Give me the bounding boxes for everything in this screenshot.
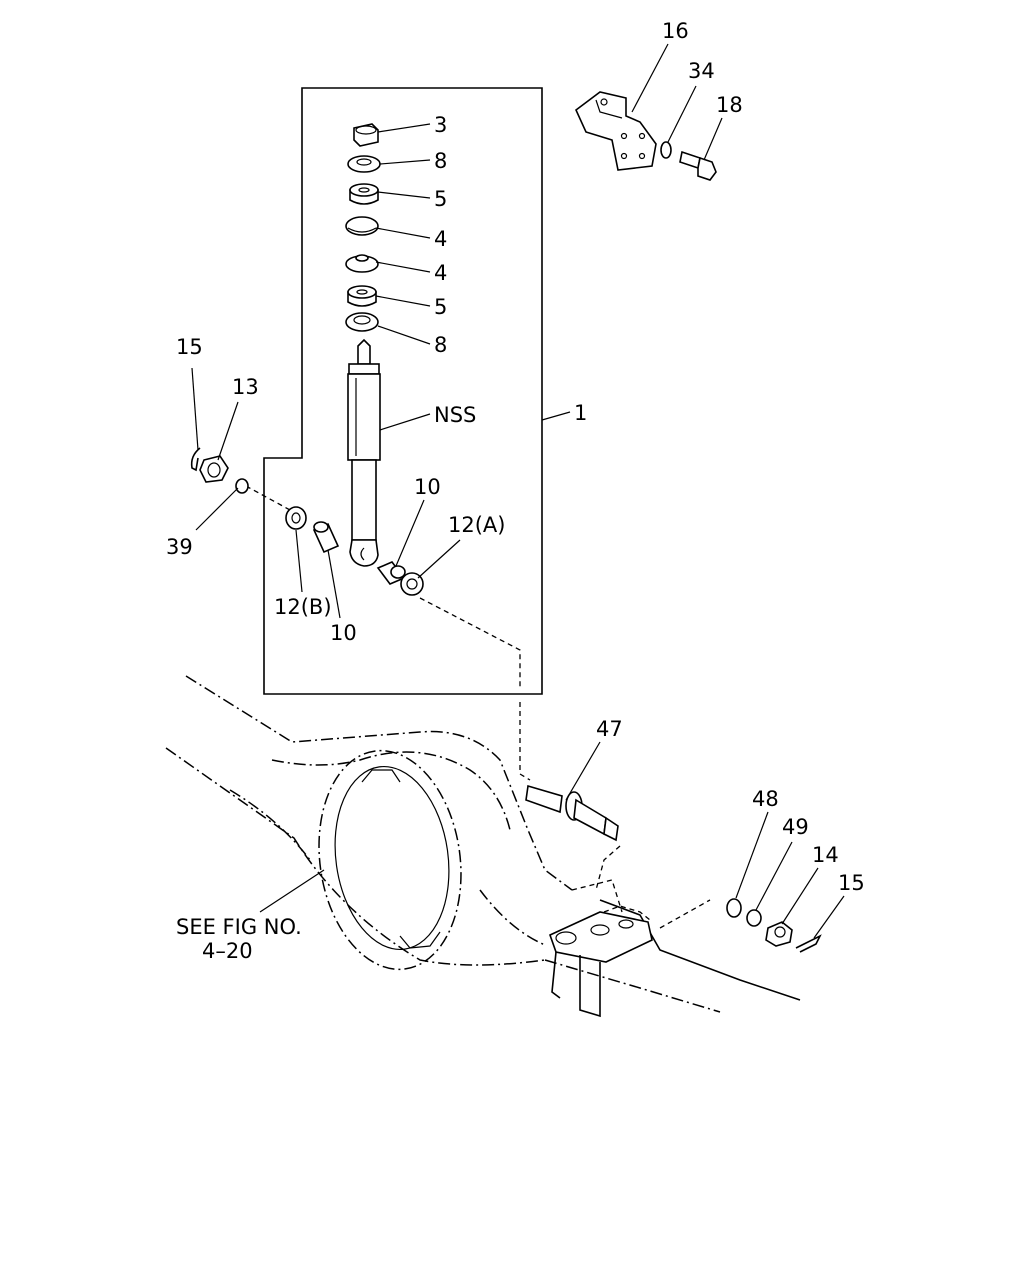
washer-48 (726, 898, 742, 918)
callout-8-top: 8 (434, 149, 447, 173)
washer-34 (660, 141, 672, 159)
leader-lines (191, 43, 845, 939)
castle-nut-14 (765, 921, 793, 947)
assembly-path-nut (595, 845, 711, 929)
assembly-path-47 (419, 597, 531, 781)
axle-housing (165, 675, 801, 1013)
callout-10-left: 10 (330, 621, 357, 645)
washer-12b (285, 506, 307, 530)
callout-13: 13 (232, 375, 259, 399)
callout-nss: NSS (434, 403, 476, 427)
cotter-pin-15-right (795, 934, 822, 953)
washer-8-bottom (345, 312, 379, 332)
callout-12b: 12(B) (274, 595, 332, 619)
bushing-5-bottom (347, 285, 377, 307)
see-fig-reference-line1: SEE FIG NO. (176, 915, 302, 939)
washer-12a (400, 572, 424, 596)
callout-5-top: 5 (434, 187, 447, 211)
callout-12a: 12(A) (448, 513, 505, 537)
castle-nut-13 (199, 455, 229, 483)
assembly-path-39 (245, 485, 291, 511)
bushing-5-top (349, 183, 379, 205)
callout-4-bottom: 4 (434, 261, 447, 285)
callout-1: 1 (574, 401, 587, 425)
callout-14: 14 (812, 843, 839, 867)
callout-8-bottom: 8 (434, 333, 447, 357)
washer-8-top (347, 155, 381, 173)
callout-49: 49 (782, 815, 809, 839)
callout-47: 47 (596, 717, 623, 741)
mounting-bolt-47 (525, 784, 619, 842)
callout-34: 34 (688, 59, 715, 83)
callout-48: 48 (752, 787, 779, 811)
callout-3: 3 (434, 113, 447, 137)
washer-49 (746, 909, 762, 927)
callout-10-right: 10 (414, 475, 441, 499)
retainer-4-top (345, 216, 379, 236)
see-fig-reference-line2: 4–20 (202, 939, 253, 963)
nut-3 (353, 123, 379, 147)
cotter-pin-15-left (190, 447, 201, 472)
callout-15-left: 15 (176, 335, 203, 359)
callout-15-right: 15 (838, 871, 865, 895)
assembly-boundary (263, 87, 543, 695)
axle-shock-bracket (549, 879, 653, 1018)
bolt-18 (679, 150, 717, 181)
callout-16: 16 (662, 19, 689, 43)
retainer-4-bottom (345, 254, 379, 273)
callout-18: 18 (716, 93, 743, 117)
callout-5-bottom: 5 (434, 295, 447, 319)
shock-absorber (347, 338, 381, 567)
frame-bracket-16 (575, 91, 657, 171)
callout-39: 39 (166, 535, 193, 559)
callout-4-top: 4 (434, 227, 447, 251)
bushing-10-left (312, 521, 340, 554)
washer-39 (235, 478, 249, 494)
